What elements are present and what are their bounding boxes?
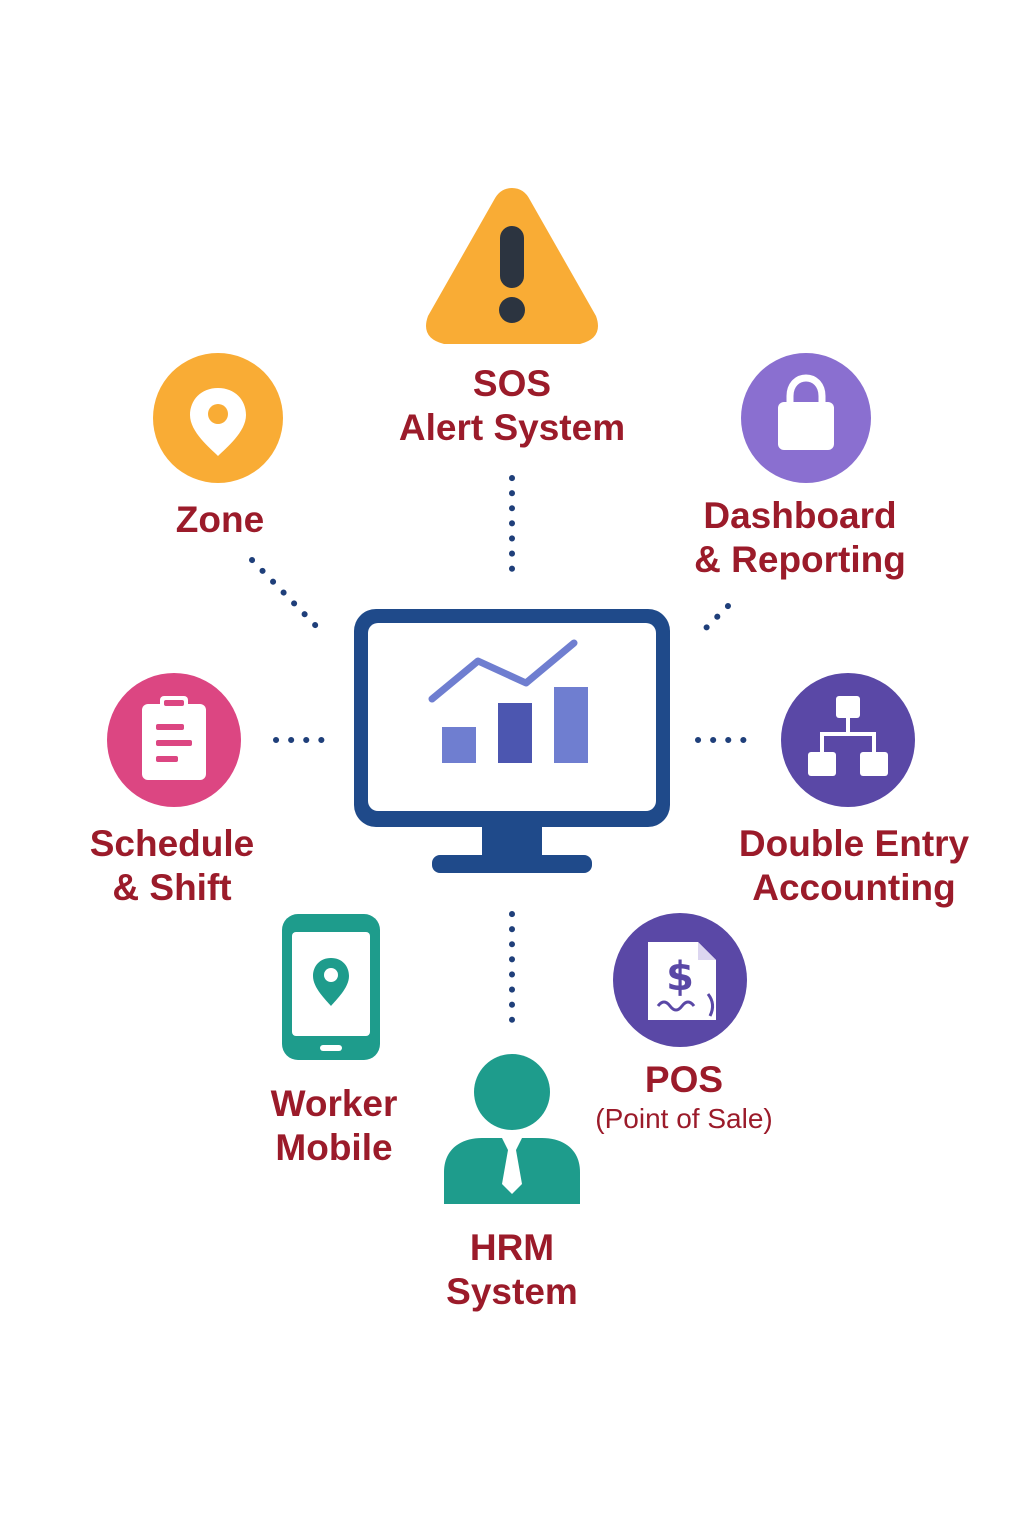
worker-label-line1: Worker [270, 1083, 398, 1124]
sos-label-line1: SOS [472, 363, 552, 404]
pos-label-line2: (Point of Sale) [595, 1103, 773, 1135]
warning-icon [426, 188, 598, 344]
pos-label: POS (Point of Sale) [595, 1058, 772, 1136]
schedule-label: Schedule & Shift [90, 822, 255, 911]
hrm-label-line1: HRM [469, 1227, 555, 1268]
schedule-label-line1: Schedule [89, 823, 255, 864]
svg-text:$: $ [666, 954, 694, 1000]
worker-label-line2: Mobile [275, 1127, 393, 1169]
clipboard-icon [107, 673, 241, 807]
accounting-label: Double Entry Accounting [739, 822, 969, 911]
worker-label: Worker Mobile [271, 1082, 398, 1171]
mobile-location-icon [282, 914, 380, 1060]
sos-label-line2: Alert System [398, 407, 626, 449]
sos-label: SOS Alert System [399, 362, 625, 451]
dashboard-label-line2: & Reporting [694, 539, 906, 581]
hrm-label-line2: System [446, 1271, 578, 1313]
zone-label-line1: Zone [175, 499, 265, 540]
hrm-label: HRM System [446, 1226, 578, 1315]
connector-zone [249, 557, 321, 631]
pos-label-line1: POS [644, 1059, 724, 1100]
dashboard-label: Dashboard & Reporting [694, 494, 906, 583]
schedule-label-line2: & Shift [112, 867, 232, 909]
dashboard-label-line1: Dashboard [703, 495, 897, 536]
shopping-bag-icon [741, 353, 871, 483]
hierarchy-icon [781, 673, 915, 807]
connector-dashboard [703, 603, 731, 631]
zone-label: Zone [176, 498, 264, 542]
dollar-receipt-icon: $ [613, 913, 747, 1047]
accounting-label-line1: Double Entry [738, 823, 970, 864]
monitor-chart-icon [354, 609, 670, 873]
accounting-label-line2: Accounting [752, 867, 956, 909]
user-tie-icon [444, 1054, 580, 1204]
location-pin-icon [153, 353, 283, 483]
